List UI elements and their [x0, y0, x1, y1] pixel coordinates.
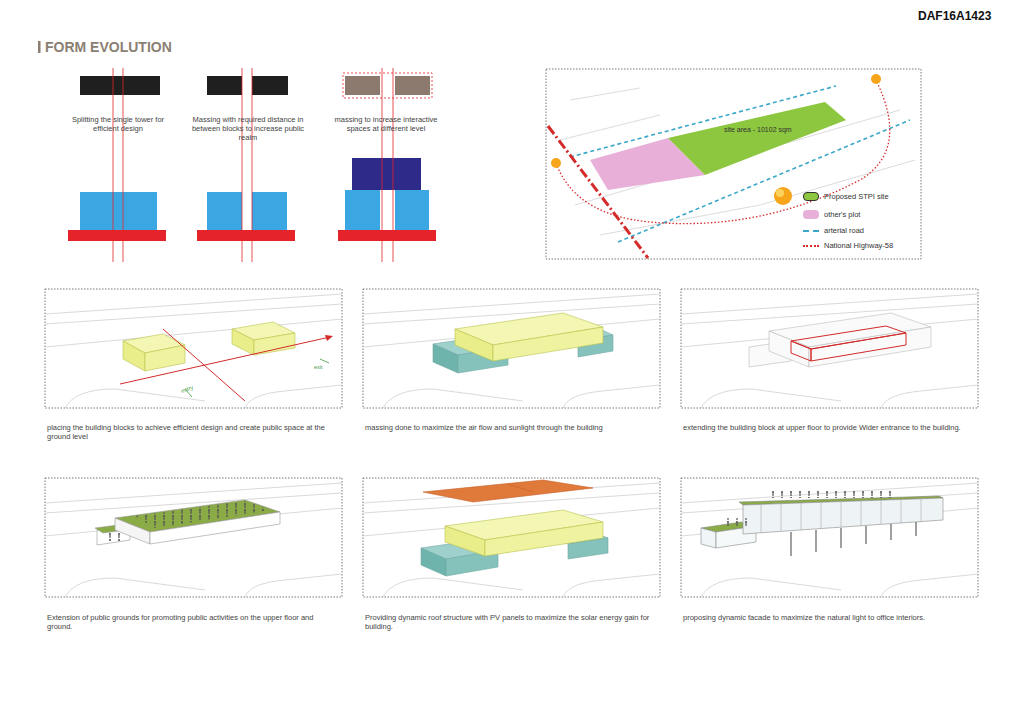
- step-caption: massing to increase interactive spaces a…: [330, 115, 442, 133]
- legend-row: arterial road: [803, 226, 864, 235]
- panel-caption: massing done to maximize the air flow an…: [365, 423, 645, 432]
- legend-text: Proposed STPI site: [824, 192, 889, 201]
- legend-row: Proposed STPI site: [803, 192, 889, 201]
- step-caption: Massing with required distance in betwee…: [187, 115, 309, 142]
- legend-swatch: [803, 245, 819, 247]
- legend-text: National Highway-58: [824, 241, 893, 250]
- legend-swatch: [803, 210, 819, 219]
- legend-row: other's plot: [803, 210, 860, 219]
- site-plot: site area - 10102 sqm: [668, 102, 848, 176]
- panel-caption: placing the building blocks to achieve e…: [47, 423, 327, 441]
- legend-row: National Highway-58: [803, 241, 893, 250]
- entry-label: entry: [180, 384, 194, 394]
- panel-caption: Providing dynamic roof structure with PV…: [365, 613, 650, 631]
- panel-caption: Extension of public grounds for promotin…: [47, 613, 332, 631]
- panel-caption: proposing dynamic facade to maximize the…: [683, 613, 968, 622]
- legend-swatch: [803, 192, 819, 201]
- step-caption: Splitting the single tower for efficient…: [68, 115, 168, 133]
- legend-swatch: [803, 230, 819, 232]
- drawing-code: DAF16A1423: [918, 10, 991, 23]
- legend-text: other's plot: [824, 210, 860, 219]
- panel-caption: extending the building block at upper fl…: [683, 423, 963, 432]
- site-shape: [668, 102, 848, 176]
- title: FORM EVOLUTION: [45, 40, 172, 55]
- site-label: site area - 10102 sqm: [724, 126, 792, 134]
- exit-label: exit: [314, 364, 323, 370]
- legend-text: arterial road: [824, 226, 864, 235]
